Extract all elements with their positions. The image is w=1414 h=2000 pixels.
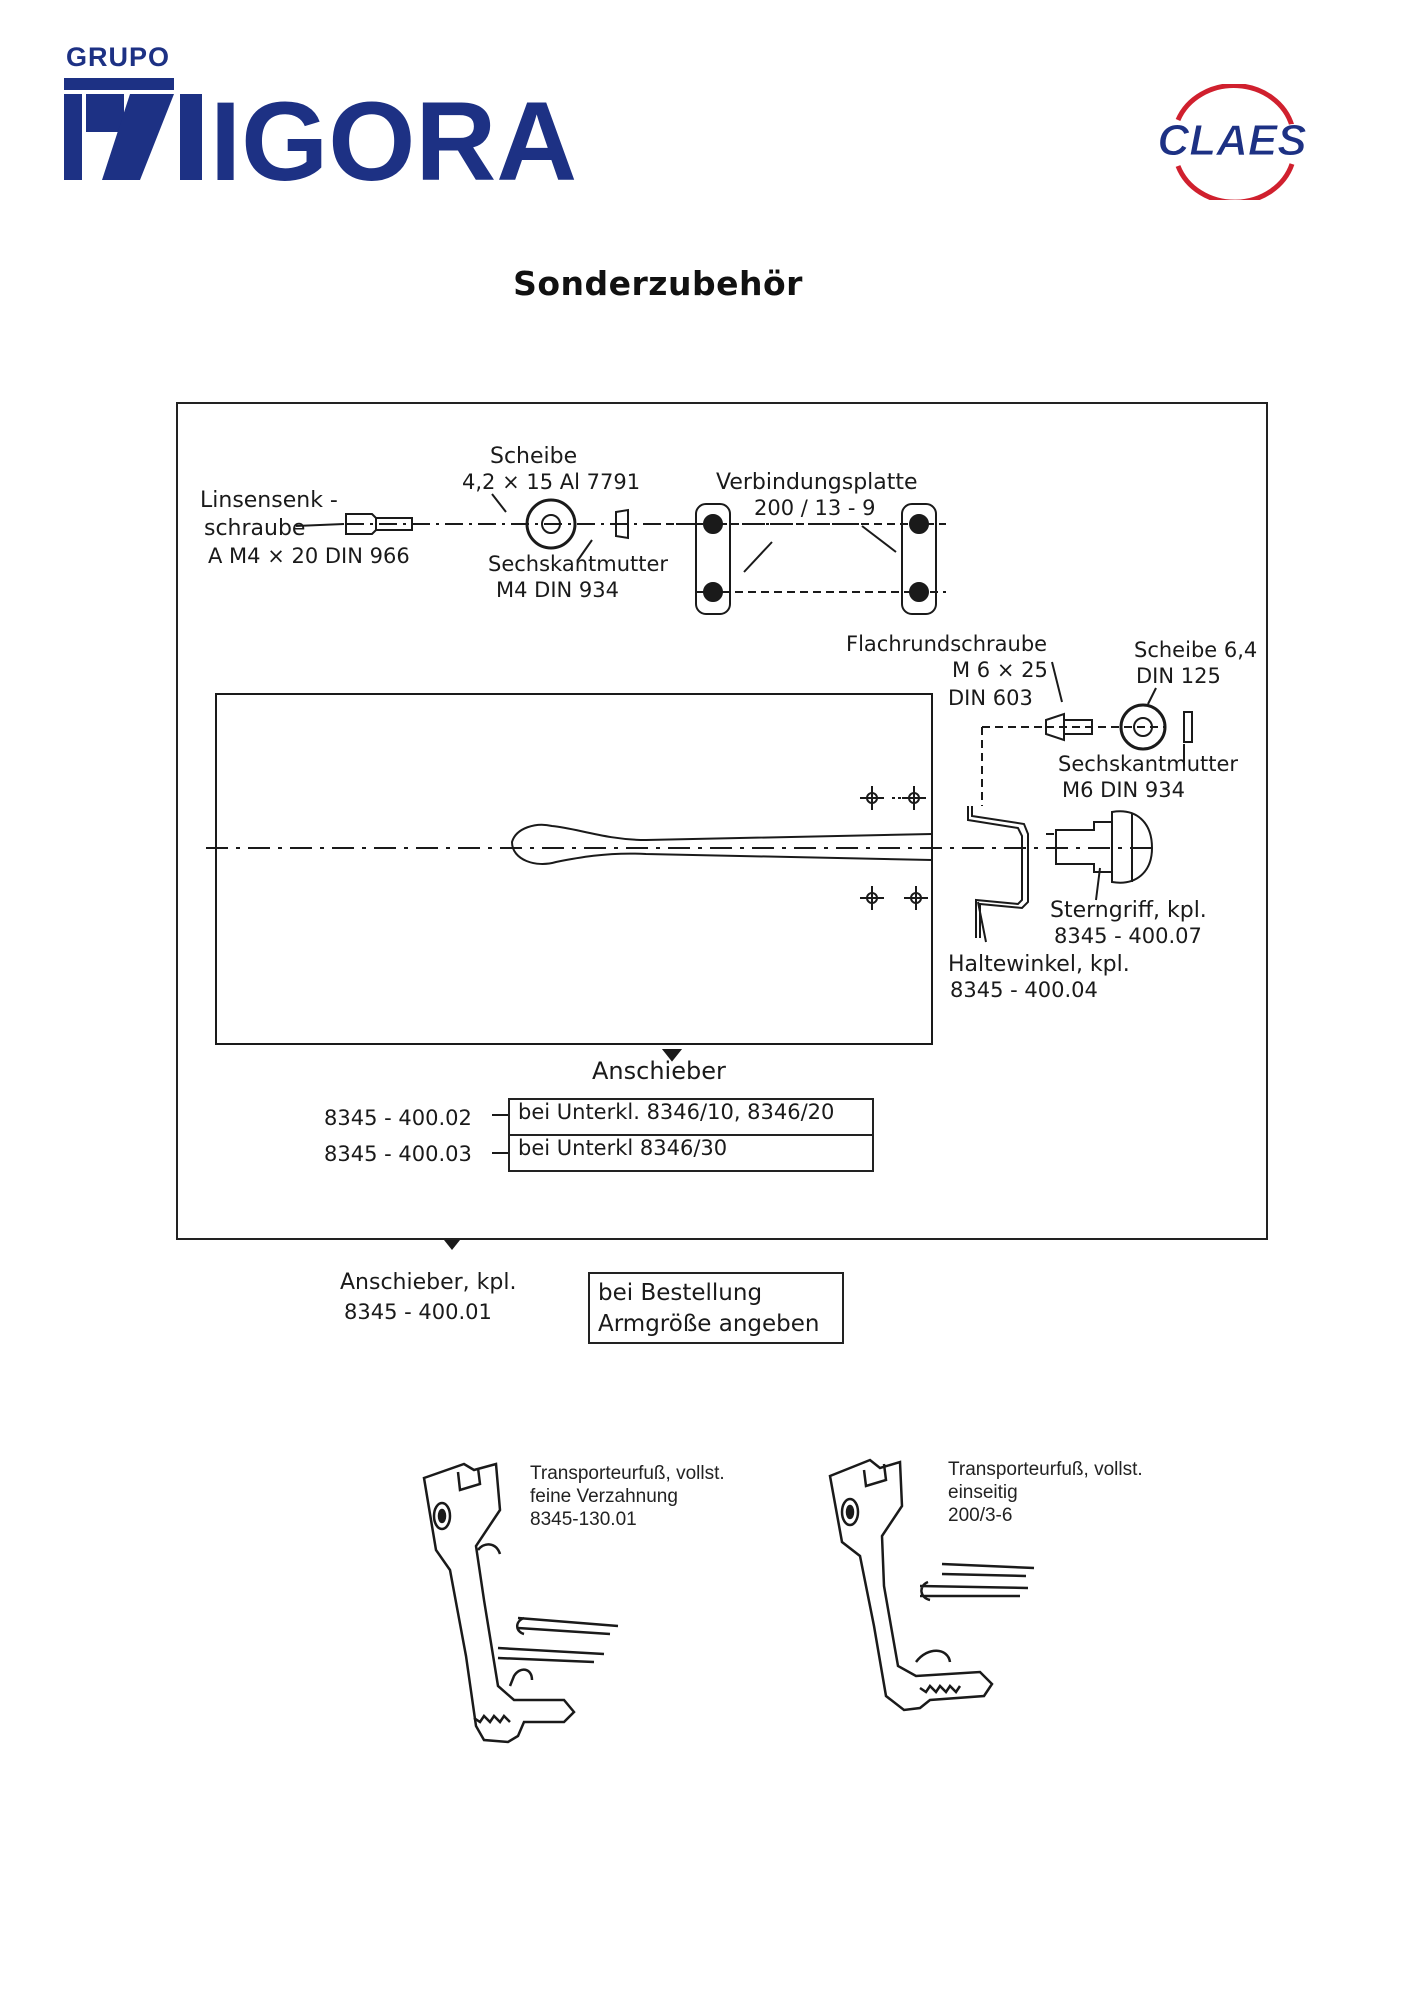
hole-marker-icon (860, 786, 928, 910)
order-note-line: Armgröße angeben (598, 1311, 820, 1337)
label-flachrund-din: DIN 603 (948, 686, 1033, 710)
hex-nut-icon (615, 508, 629, 540)
part-number: 8345 - 400.03 (324, 1142, 472, 1166)
connecting-plate-icon (901, 503, 937, 615)
label-sechskant-large-spec: M6 DIN 934 (1062, 778, 1185, 802)
foot-caption: Transporteurfuß, vollst. einseitig 200/3… (948, 1458, 1143, 1527)
brand-small-text: GRUPO (66, 42, 171, 72)
slot-icon (510, 823, 933, 865)
page-title: Sonderzubehör (513, 264, 803, 303)
label-scheibe-large: Scheibe 6,4 (1134, 638, 1258, 662)
label-scheibe-small: Scheibe (490, 444, 578, 469)
label-sechskant-small-spec: M4 DIN 934 (496, 578, 619, 602)
label-flachrund-size: M 6 × 25 (952, 658, 1048, 682)
base-plate-icon (215, 693, 933, 1045)
label-flachrundschraube: Flachrundschraube (846, 632, 1048, 656)
table-row: bei Unterkl 8346/30 (510, 1134, 872, 1170)
foot-caption-line: feine Verzahnung (530, 1486, 678, 1507)
connecting-plate-icon (695, 503, 731, 615)
holding-bracket-icon (967, 806, 1029, 938)
flat-round-screw-icon (1045, 712, 1065, 742)
label-haltewinkel: Haltewinkel, kpl. (948, 952, 1130, 977)
transport-foot-single-icon (828, 1458, 1035, 1712)
foot-caption: Transporteurfuß, vollst. feine Verzahnun… (530, 1462, 725, 1531)
order-label: Anschieber, kpl. (340, 1270, 517, 1295)
countersunk-screw-icon (345, 513, 413, 535)
label-sterngriff-no: 8345 - 400.07 (1054, 924, 1202, 948)
label-verbindungsplatte-no: 200 / 13 - 9 (754, 496, 876, 520)
label-scheibe-small-spec: 4,2 × 15 Al 7791 (462, 470, 641, 494)
label-scheibe-large-din: DIN 125 (1136, 664, 1221, 688)
assembly-drawing (206, 493, 1193, 1250)
hex-nut-large-icon (1183, 711, 1193, 743)
claes-text: CLAES (1157, 116, 1306, 165)
parts-table: bei Unterkl. 8346/10, 8346/20 bei Unterk… (508, 1098, 874, 1172)
arrow-down-icon (661, 1049, 683, 1062)
order-part-number: 8345 - 400.01 (344, 1300, 492, 1324)
foot-caption-line: Transporteurfuß, vollst. (948, 1459, 1143, 1480)
washer-icon (525, 498, 577, 550)
order-note-box: bei Bestellung Armgröße angeben (588, 1272, 844, 1344)
washer-large-icon (1119, 703, 1167, 751)
label-sterngriff: Sterngriff, kpl. (1050, 898, 1207, 923)
part-number: 8345 - 400.02 (324, 1106, 472, 1130)
label-sechskant-small: Sechskantmutter (488, 552, 669, 576)
label-anschieber: Anschieber (592, 1057, 726, 1085)
label-linsensenk: Linsensenk - (200, 488, 338, 513)
label-verbindungsplatte: Verbindungsplatte (716, 470, 918, 495)
foot-caption-line: 200/3-6 (948, 1505, 1013, 1526)
label-linsensenk-spec: A M4 × 20 DIN 966 (208, 544, 410, 568)
foot-caption-line: Transporteurfuß, vollst. (530, 1463, 725, 1484)
label-haltewinkel-no: 8345 - 400.04 (950, 978, 1098, 1002)
migora-logo: IGORA (64, 78, 577, 200)
foot-caption-line: einseitig (948, 1482, 1018, 1503)
transport-foot-fine-icon (422, 1462, 619, 1744)
table-row: bei Unterkl. 8346/10, 8346/20 (518, 1100, 835, 1124)
brand-name: IGORA (210, 79, 577, 200)
arrow-down-icon (444, 1240, 460, 1250)
drawing-frame (176, 402, 1268, 1240)
label-sechskant-large: Sechskantmutter (1058, 752, 1239, 776)
label-linsensenk-2: schraube (204, 516, 306, 541)
claes-logo: CLAES (1157, 84, 1307, 200)
foot-caption-line: 8345-130.01 (530, 1509, 637, 1530)
order-note-line: bei Bestellung (598, 1280, 763, 1306)
